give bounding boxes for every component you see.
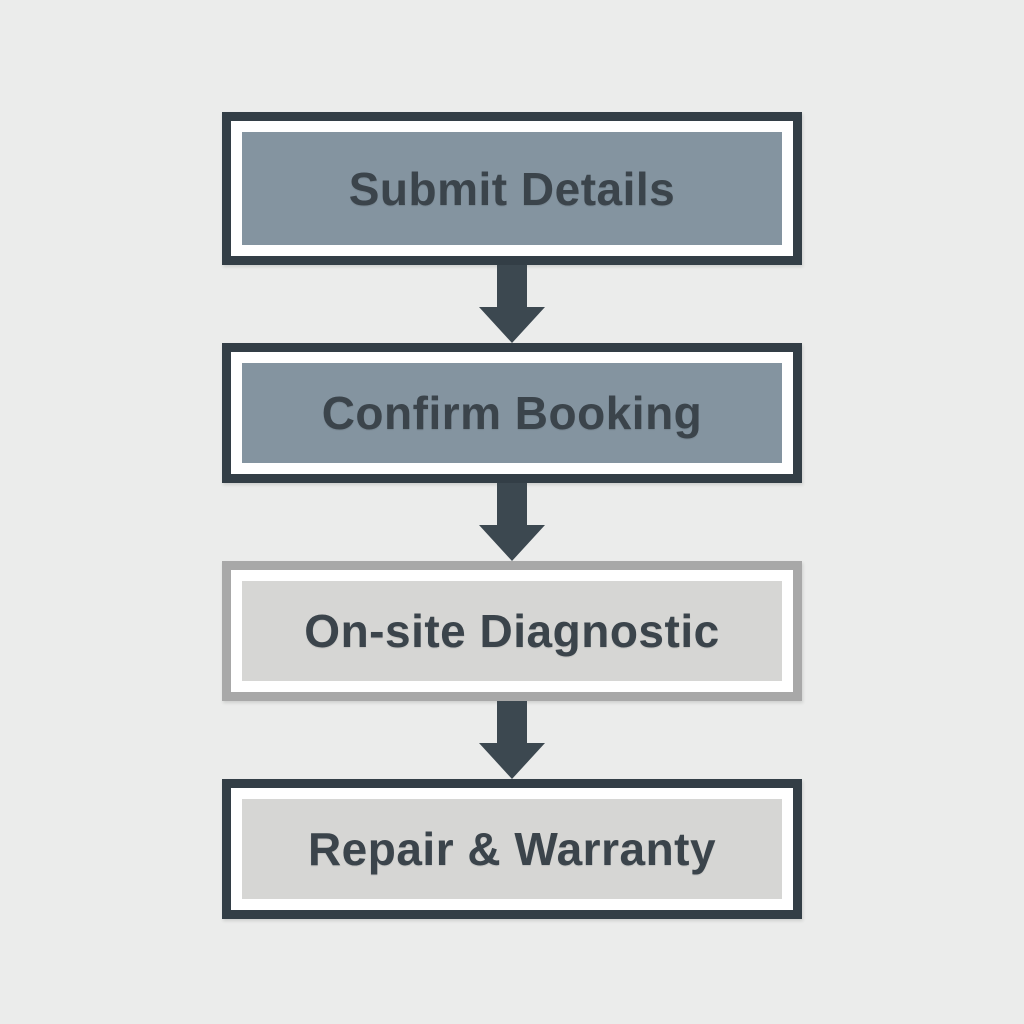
flow-step-confirm-booking: Confirm Booking — [222, 343, 802, 483]
flow-step-fill: Submit Details — [242, 132, 782, 245]
flow-step-label: Submit Details — [348, 162, 676, 215]
flow-step-label: On-site Diagnostic — [304, 605, 720, 657]
flow-step-label: Confirm Booking — [321, 387, 703, 439]
down-arrow-icon — [479, 701, 545, 779]
flow-step-submit-details: Submit Details — [222, 112, 802, 265]
flow-step-fill: Repair & Warranty — [242, 799, 782, 899]
flow-step-fill: Confirm Booking — [242, 363, 782, 463]
flow-step-label: Repair & Warranty — [307, 823, 717, 875]
flow-step-repair-warranty: Repair & Warranty — [222, 779, 802, 919]
flow-step-on-site-diagnostic: On-site Diagnostic — [222, 561, 802, 701]
down-arrow-icon — [479, 483, 545, 561]
down-arrow-icon — [479, 265, 545, 343]
flow-step-fill: On-site Diagnostic — [242, 581, 782, 681]
